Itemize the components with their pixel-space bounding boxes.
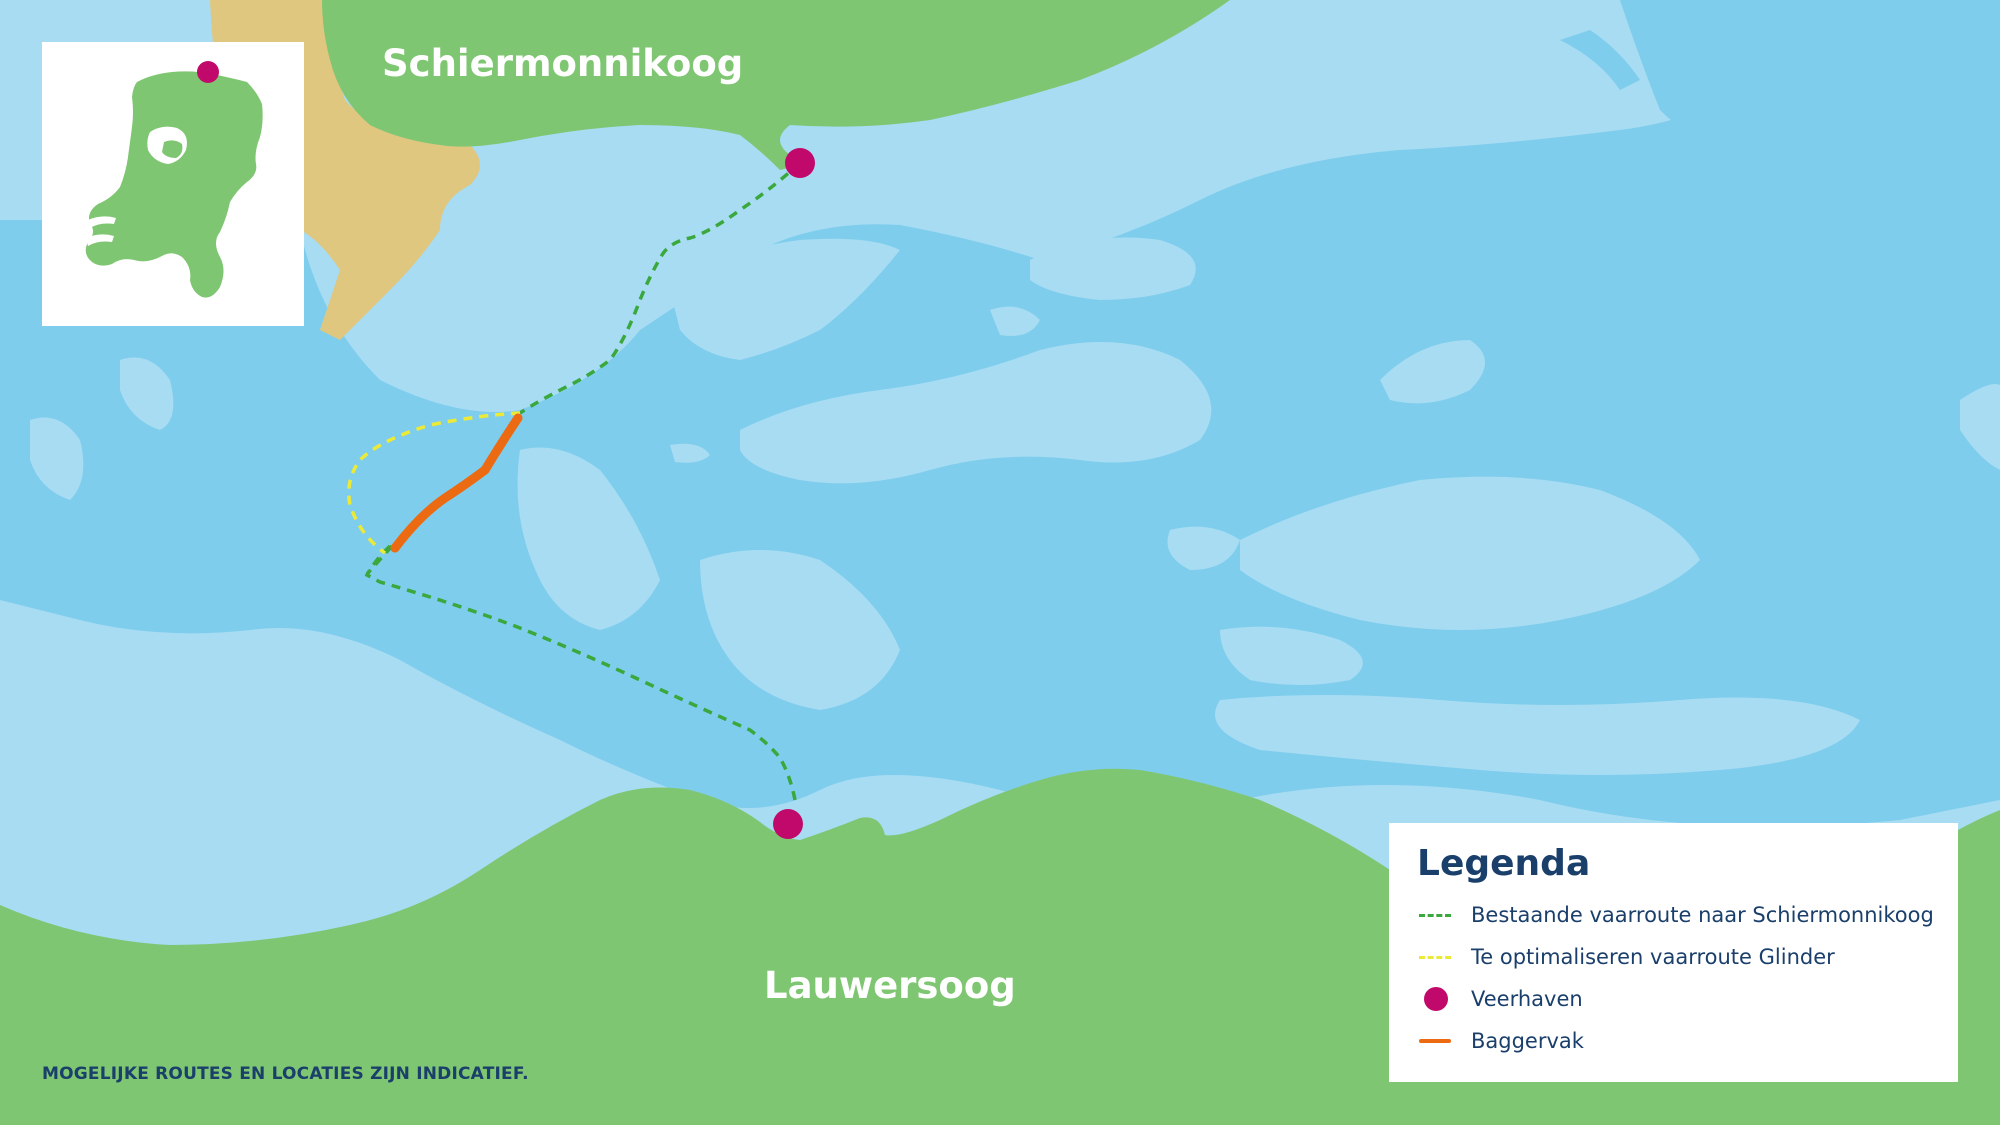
legend-item-dredge-section: Baggervak xyxy=(1417,1020,1958,1062)
inset-location-marker xyxy=(197,61,219,83)
existing-route-south-leg xyxy=(364,544,797,801)
sand-flats xyxy=(30,237,2000,775)
solid-line-icon xyxy=(1417,1031,1453,1051)
glinder-route xyxy=(347,411,521,555)
ferry-port-lauwersoog[interactable] xyxy=(773,809,803,839)
legend-panel: Legenda Bestaande vaarroute naar Schierm… xyxy=(1389,823,1958,1082)
legend-title: Legenda xyxy=(1417,843,1591,884)
place-label-schiermonnikoog: Schiermonnikoog xyxy=(382,42,744,85)
legend-item-label: Veerhaven xyxy=(1471,987,1583,1011)
ferry-port-schiermonnikoog[interactable] xyxy=(785,148,815,178)
legend-item-label: Baggervak xyxy=(1471,1029,1584,1053)
disclaimer-text: MOGELIJKE ROUTES EN LOCATIES ZIJN INDICA… xyxy=(42,1064,529,1084)
dashed-line-icon xyxy=(1417,905,1453,925)
legend-item-label: Te optimaliseren vaarroute Glinder xyxy=(1471,945,1835,969)
legend-item-existing-route: Bestaande vaarroute naar Schiermonnikoog xyxy=(1417,894,1958,936)
dredge-section xyxy=(390,413,523,553)
inset-locator-map xyxy=(42,42,304,326)
existing-route-connector xyxy=(365,544,394,576)
netherlands-shape xyxy=(85,71,263,298)
legend-item-glinder-route: Te optimaliseren vaarroute Glinder xyxy=(1417,936,1958,978)
legend-item-ferry-port: Veerhaven xyxy=(1417,978,1958,1020)
flevoland-shape xyxy=(162,140,183,158)
netherlands-silhouette-icon xyxy=(85,61,263,298)
schiermonnikoog-island xyxy=(322,0,1230,170)
existing-route-north-leg xyxy=(519,161,802,415)
legend-item-label: Bestaande vaarroute naar Schiermonnikoog xyxy=(1471,903,1934,927)
dot-icon xyxy=(1417,987,1453,1011)
place-label-lauwersoog: Lauwersoog xyxy=(764,964,1016,1007)
delta-water-shape xyxy=(86,216,116,246)
dashed-line-icon xyxy=(1417,947,1453,967)
